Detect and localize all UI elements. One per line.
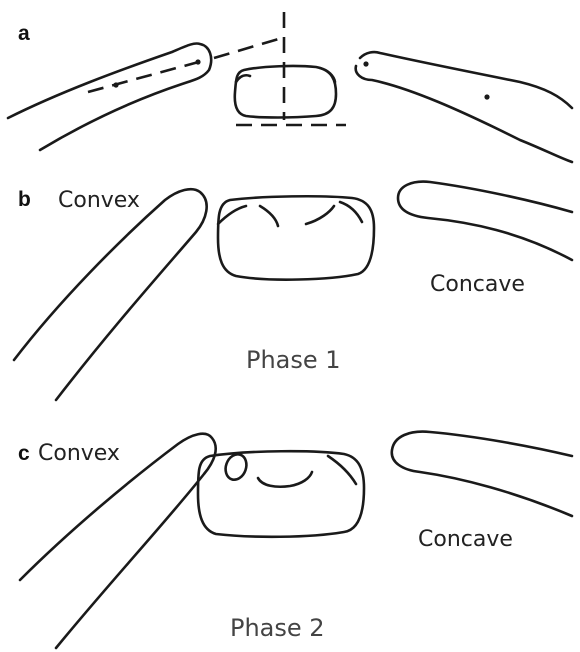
panel-c-manubrium-right-notch [328,456,356,484]
panel-b-label: b [18,188,31,211]
panel-b-right-clavicle [398,182,572,260]
panel-b: b Convex Concave Phase 1 [14,182,572,400]
panel-b-left-clavicle [14,189,207,400]
panel-a-left-axis-dot [113,82,118,87]
panel-a-oblique-reference-line [214,38,282,58]
panel-c-phase-caption: Phase 2 [230,614,325,642]
panel-b-manubrium-left-notch [218,206,246,224]
panel-b-convex-label: Convex [58,188,140,213]
panel-a-right-axis-dot [484,94,489,99]
panel-c-right-clavicle [392,432,572,516]
panel-a-left-end-dot [195,59,200,64]
panel-b-concave-label: Concave [430,272,525,297]
panel-c-concave-label: Concave [418,527,513,552]
panel-b-phase-caption: Phase 1 [246,346,341,374]
panel-c: c Convex Concave Phase 2 [18,432,572,648]
panel-a-manubrium [235,66,336,118]
panel-b-manubrium-right-notch [340,202,362,222]
panel-b-manubrium-inner-curve-left [260,206,278,226]
panel-b-manubrium-inner-curve-right [306,206,334,224]
panel-c-articulation-circle [222,451,250,482]
panel-a-label: a [18,22,30,45]
panel-a: a [8,12,572,162]
panel-c-label: c [18,442,30,465]
panel-a-right-end-dot [363,61,368,66]
panel-a-left-clavicle [8,43,211,150]
panel-a-right-clavicle [356,52,572,162]
panel-c-convex-label: Convex [38,441,120,466]
panel-c-manubrium-inner-curve [258,472,312,487]
